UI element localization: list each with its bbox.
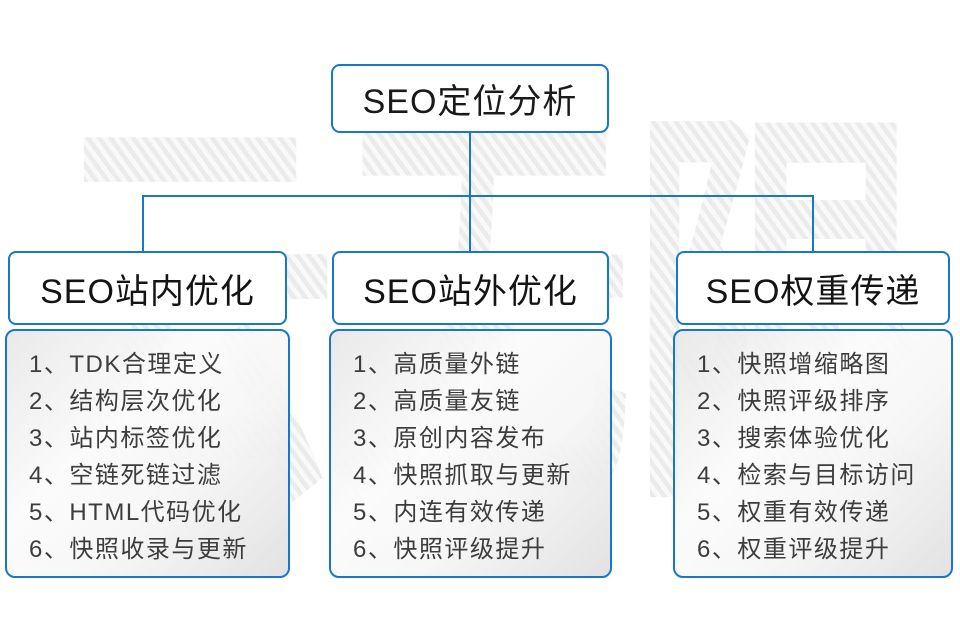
list-item: 6、快照评级提升 xyxy=(353,536,547,563)
branch-node-weight-label: SEO权重传递 xyxy=(705,272,921,311)
column-offsite-optimization: SEO站外优化 1、高质量外链 2、高质量友链 3、原创内容发布 4、快照抓取与… xyxy=(329,251,612,578)
list-item: 4、空链死链过滤 xyxy=(29,462,223,489)
connector-root-stem xyxy=(469,131,471,196)
root-node-label: SEO定位分析 xyxy=(362,83,578,121)
list-item: 1、高质量外链 xyxy=(353,351,521,378)
list-item: 5、HTML代码优化 xyxy=(29,499,243,526)
list-item: 6、权重评级提升 xyxy=(697,536,891,563)
list-item: 4、检索与目标访问 xyxy=(697,462,916,489)
root-node: SEO定位分析 xyxy=(331,64,609,133)
connector-drop-left xyxy=(142,195,144,253)
onsite-list-panel: 1、TDK合理定义 2、结构层次优化 3、站内标签优化 4、空链死链过滤 5、H… xyxy=(5,329,290,578)
branch-node-weight: SEO权重传递 xyxy=(676,251,950,325)
list-item: 2、快照评级排序 xyxy=(697,388,891,415)
branch-node-offsite-label: SEO站外优化 xyxy=(363,272,578,311)
column-weight-transfer: SEO权重传递 1、快照增缩略图 2、快照评级排序 3、搜索体验优化 4、检索与… xyxy=(673,251,953,578)
list-item: 2、结构层次优化 xyxy=(29,388,223,415)
branch-node-onsite-label: SEO站内优化 xyxy=(40,272,255,311)
connector-rail xyxy=(142,195,814,197)
weight-list-panel: 1、快照增缩略图 2、快照评级排序 3、搜索体验优化 4、检索与目标访问 5、权… xyxy=(673,329,953,578)
list-item: 2、高质量友链 xyxy=(353,388,521,415)
connector-drop-middle xyxy=(469,195,471,253)
offsite-list-panel: 1、高质量外链 2、高质量友链 3、原创内容发布 4、快照抓取与更新 5、内连有… xyxy=(329,329,612,578)
list-item: 5、内连有效传递 xyxy=(353,499,547,526)
branch-node-offsite: SEO站外优化 xyxy=(332,251,609,325)
list-item: 4、快照抓取与更新 xyxy=(353,462,572,489)
list-item: 3、站内标签优化 xyxy=(29,425,223,452)
list-item: 3、搜索体验优化 xyxy=(697,425,891,452)
list-item: 3、原创内容发布 xyxy=(353,425,547,452)
list-item: 6、快照收录与更新 xyxy=(29,536,248,563)
column-onsite-optimization: SEO站内优化 1、TDK合理定义 2、结构层次优化 3、站内标签优化 4、空链… xyxy=(5,251,290,578)
connector-drop-right xyxy=(812,195,814,253)
list-item: 5、权重有效传递 xyxy=(697,499,891,526)
list-item: 1、TDK合理定义 xyxy=(29,351,224,378)
branch-node-onsite: SEO站内优化 xyxy=(8,251,287,325)
list-item: 1、快照增缩略图 xyxy=(697,351,891,378)
